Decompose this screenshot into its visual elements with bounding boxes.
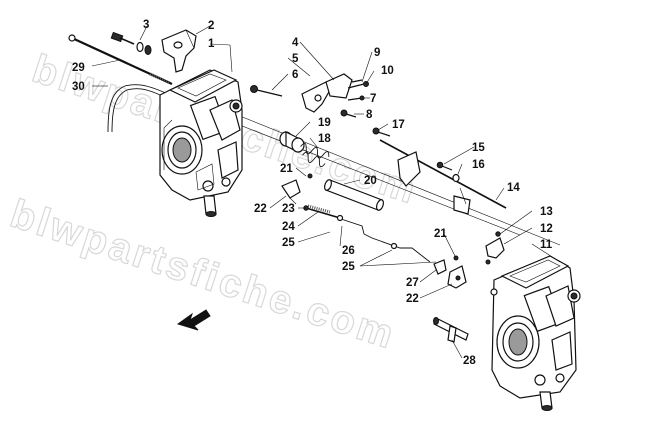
callout-6: 6 [292, 69, 298, 81]
callout-30: 30 [72, 81, 85, 93]
callout-9: 9 [374, 47, 380, 59]
callout-5: 5 [292, 53, 299, 65]
return-spring-part [300, 142, 330, 168]
callout-27: 27 [406, 277, 419, 289]
right-carburetor [490, 255, 581, 411]
vent-hose-part [107, 84, 171, 133]
callout-23: 23 [282, 203, 295, 215]
screw-17-part [372, 127, 391, 137]
callout-22-right: 22 [406, 293, 419, 305]
callout-16: 16 [472, 159, 485, 171]
callout-24: 24 [282, 221, 295, 233]
callout-12: 12 [540, 223, 553, 235]
callout-22-left: 22 [254, 203, 267, 215]
cable-bracket-part [161, 29, 197, 73]
callout-18: 18 [318, 133, 331, 145]
front-direction-arrow [176, 309, 211, 331]
long-bolt-part [68, 34, 173, 85]
fitting-tee-part [433, 317, 469, 343]
callout-labels: 3 2 1 4 5 6 9 10 7 8 17 19 18 15 16 20 1… [72, 19, 553, 367]
callout-19: 19 [318, 117, 331, 129]
bushing-part [279, 131, 305, 153]
callout-17: 17 [392, 119, 405, 131]
callout-3: 3 [143, 19, 149, 31]
screw-washer-set [110, 31, 152, 55]
left-carburetor [159, 69, 243, 217]
callout-11: 11 [540, 239, 553, 251]
small-bolt-part [250, 85, 283, 97]
callout-25-right: 25 [342, 261, 355, 273]
callout-20: 20 [364, 175, 377, 187]
callout-21-right: 21 [434, 228, 447, 240]
callout-1: 1 [208, 38, 215, 50]
callout-10: 10 [381, 65, 394, 77]
callout-8: 8 [366, 109, 373, 121]
sleeve-tube-part [324, 179, 384, 211]
callout-14: 14 [507, 182, 520, 194]
callout-7: 7 [370, 93, 376, 105]
lever-bracket-part [301, 73, 363, 113]
callout-28: 28 [463, 355, 476, 367]
callout-4: 4 [292, 37, 299, 49]
callout-13: 13 [540, 206, 553, 218]
callout-15: 15 [472, 142, 485, 154]
callout-26: 26 [342, 245, 355, 257]
callout-29: 29 [72, 62, 85, 74]
bolt-7-part [347, 95, 365, 101]
nut-washer-part [436, 161, 460, 183]
bracket-right-part [485, 231, 505, 265]
throttle-rod-part [379, 139, 507, 215]
screw-8-part [340, 109, 357, 118]
callout-2: 2 [208, 20, 214, 32]
callout-21-left: 21 [280, 163, 293, 175]
crank-link-part [336, 214, 431, 263]
cable-clip-left-part [281, 173, 313, 205]
cable-rod-part [303, 204, 341, 219]
leader-lines [91, 25, 561, 359]
callout-25-left: 25 [282, 237, 295, 249]
cable-clip-right-part [433, 255, 467, 289]
